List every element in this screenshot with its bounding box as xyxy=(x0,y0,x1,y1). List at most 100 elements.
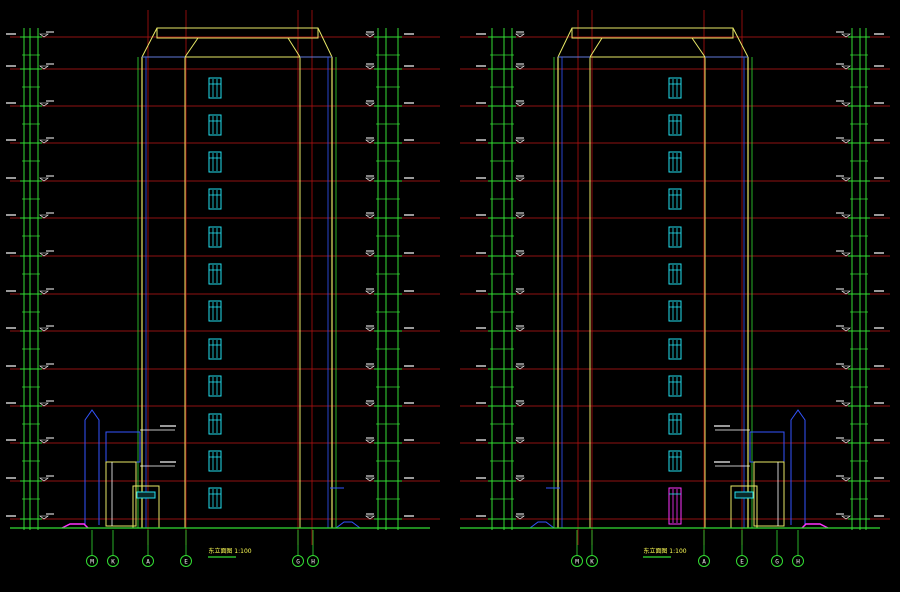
annex-column xyxy=(790,409,806,525)
axis-label: A xyxy=(146,559,150,566)
circle-axis-icon xyxy=(771,555,783,567)
elevation-triangle-icon xyxy=(515,102,525,107)
elevation-triangle-icon xyxy=(365,402,375,407)
window xyxy=(668,263,682,285)
window xyxy=(208,375,222,397)
elevation-triangle-icon xyxy=(365,139,375,144)
elevation-triangle-icon xyxy=(515,177,525,182)
circle-axis-icon xyxy=(736,555,748,567)
axis-label: H xyxy=(796,559,800,566)
elevation-triangle-icon xyxy=(365,65,375,70)
floor-lines-layer xyxy=(10,36,890,520)
elevation-triangle-icon xyxy=(39,290,49,295)
elevation-triangle-icon xyxy=(841,290,851,295)
elevation-triangle-icon xyxy=(39,177,49,182)
elevation-triangle-icon xyxy=(841,252,851,257)
elevation-triangle-icon xyxy=(39,65,49,70)
window xyxy=(668,114,682,136)
elevation-triangle-icon xyxy=(841,477,851,482)
axis-label: K xyxy=(590,559,594,566)
entry-door xyxy=(668,487,682,525)
step-ramp xyxy=(335,521,361,529)
elevation-title: 东立面图 1:100 xyxy=(643,547,686,555)
circle-axis-icon xyxy=(86,555,98,567)
elevation-triangle-icon xyxy=(841,65,851,70)
elevation-triangle-icon xyxy=(841,177,851,182)
elevation-triangle-icon xyxy=(515,214,525,219)
roof-profile xyxy=(141,27,333,58)
elevation-triangle-icon xyxy=(515,327,525,332)
elevation-triangle-icon xyxy=(841,214,851,219)
elevation-triangle-icon xyxy=(365,214,375,219)
window xyxy=(668,338,682,360)
axis-label: E xyxy=(740,559,744,566)
circle-axis-icon xyxy=(698,555,710,567)
window xyxy=(208,487,222,509)
window xyxy=(208,151,222,173)
elevation-triangle-icon xyxy=(841,102,851,107)
circle-axis-icon xyxy=(142,555,154,567)
elevation-triangle-icon xyxy=(841,402,851,407)
circle-axis-icon xyxy=(292,555,304,567)
elevation-triangle-icon xyxy=(365,177,375,182)
axis-label: H xyxy=(311,559,315,566)
roof-profile xyxy=(557,27,749,58)
window xyxy=(208,413,222,435)
elevation-triangle-icon xyxy=(841,139,851,144)
elevation-triangle-icon xyxy=(365,439,375,444)
step-ramp xyxy=(801,523,829,529)
elevation-triangle-icon xyxy=(39,365,49,370)
circle-axis-icon xyxy=(180,555,192,567)
step-ramp xyxy=(61,523,89,529)
circle-axis-icon xyxy=(571,555,583,567)
window xyxy=(668,413,682,435)
elevation-title: 东立面图 1:100 xyxy=(208,547,251,555)
window xyxy=(208,77,222,99)
circle-axis-icon xyxy=(307,555,319,567)
annex-sign xyxy=(734,491,754,499)
window xyxy=(208,338,222,360)
window xyxy=(208,188,222,210)
axis-label: G xyxy=(775,559,779,566)
elevation-triangle-icon xyxy=(515,33,525,38)
window xyxy=(668,375,682,397)
elevation-triangle-icon xyxy=(515,252,525,257)
axis-label: K xyxy=(111,559,115,566)
window xyxy=(668,450,682,472)
axis-label: E xyxy=(184,559,188,566)
axis-label: G xyxy=(296,559,300,566)
elevation-triangle-icon xyxy=(39,102,49,107)
window xyxy=(208,226,222,248)
elevation-triangle-icon xyxy=(515,290,525,295)
elevation-triangle-icon xyxy=(515,477,525,482)
annex-column xyxy=(84,409,100,525)
elevation-triangle-icon xyxy=(515,402,525,407)
elevation-triangle-icon xyxy=(515,439,525,444)
annex-wall xyxy=(753,461,785,527)
window xyxy=(668,300,682,322)
circle-axis-icon xyxy=(107,555,119,567)
elevation-triangle-icon xyxy=(365,477,375,482)
elevation-triangle-icon xyxy=(515,365,525,370)
circle-axis-icon xyxy=(586,555,598,567)
elevation-triangle-icon xyxy=(515,65,525,70)
elevation-triangle-icon xyxy=(841,327,851,332)
elevation-triangle-icon xyxy=(515,139,525,144)
elevation-triangle-icon xyxy=(841,33,851,38)
annex-sign xyxy=(136,491,156,499)
window xyxy=(208,450,222,472)
elevation-triangle-icon xyxy=(841,365,851,370)
window xyxy=(668,226,682,248)
elevation-triangle-icon xyxy=(39,327,49,332)
elevation-triangle-icon xyxy=(365,33,375,38)
window xyxy=(208,263,222,285)
elevation-triangle-icon xyxy=(515,515,525,520)
window xyxy=(208,300,222,322)
step-ramp xyxy=(529,521,555,529)
elevation-triangle-icon xyxy=(39,214,49,219)
elevation-triangle-icon xyxy=(39,139,49,144)
elevation-triangle-icon xyxy=(841,515,851,520)
elevation-triangle-icon xyxy=(39,515,49,520)
